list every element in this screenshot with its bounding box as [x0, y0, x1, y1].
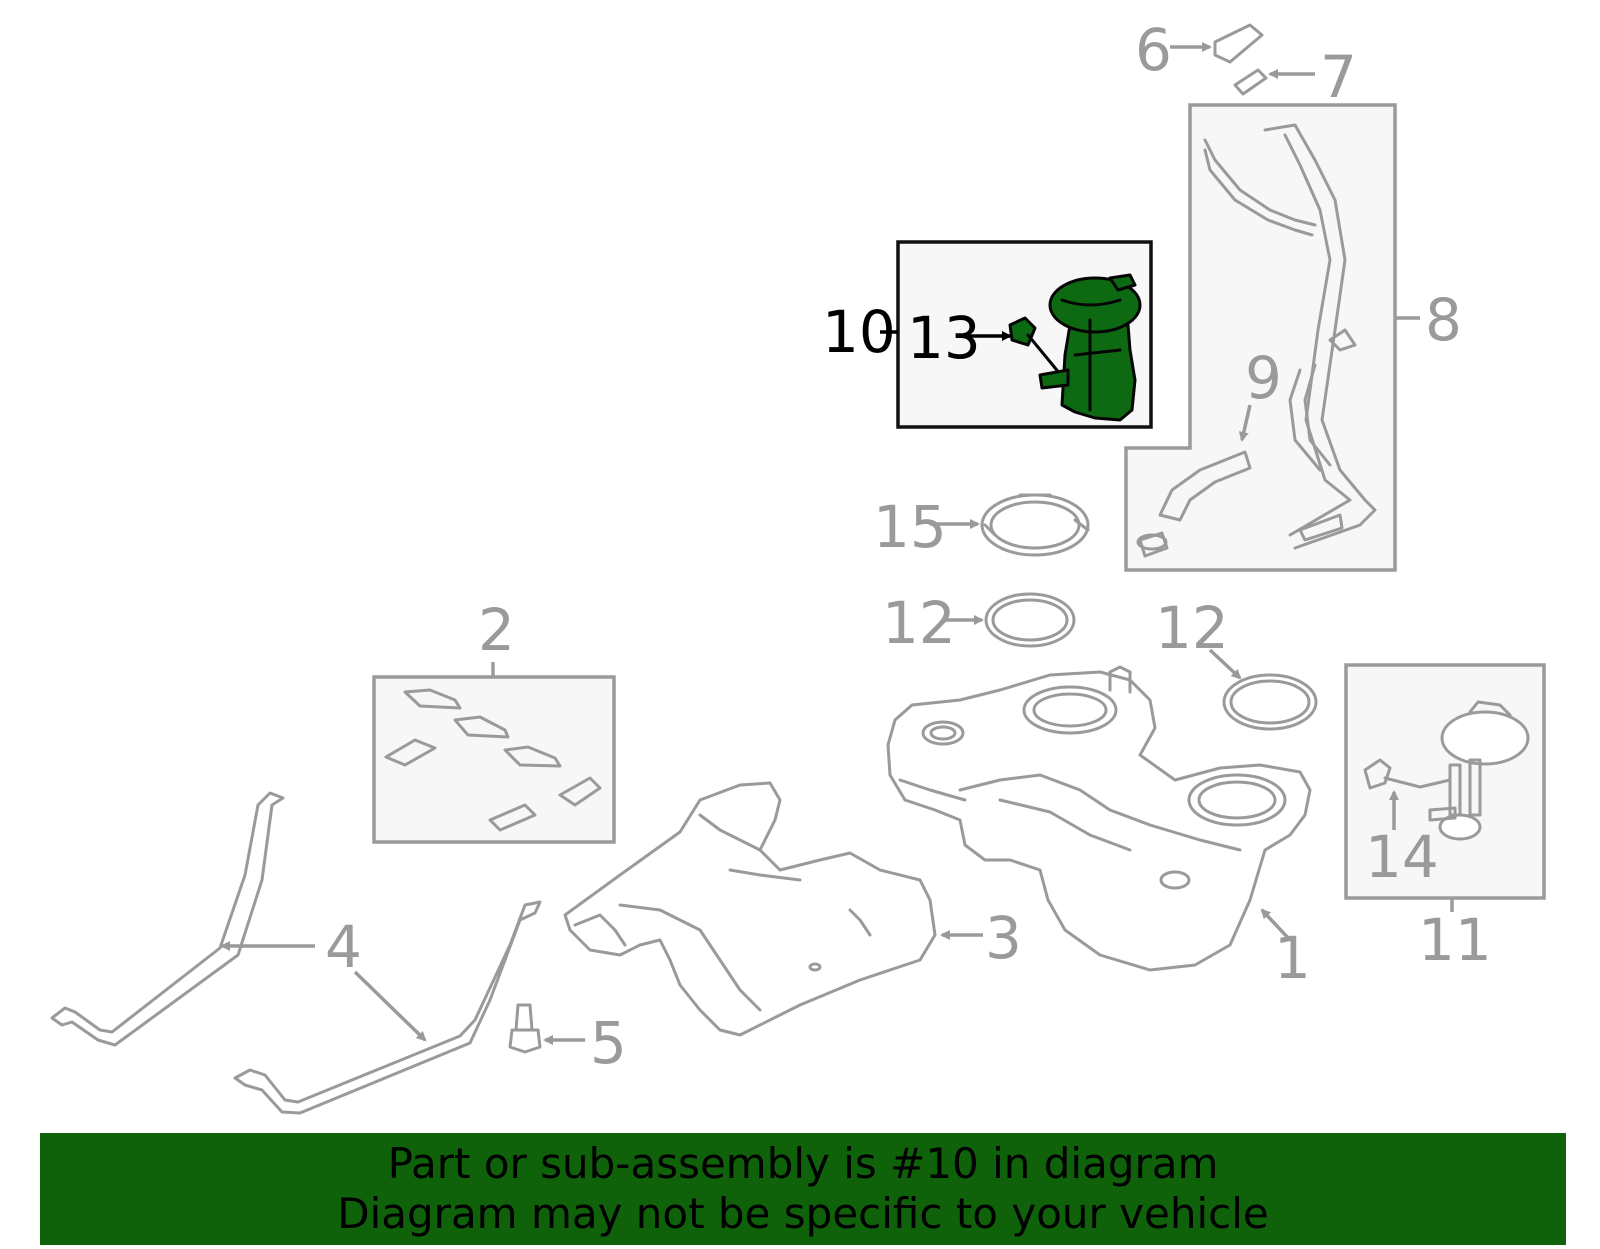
callout-2: 2 — [478, 596, 515, 664]
bolt-part-5 — [508, 1003, 542, 1054]
callout-13: 13 — [907, 304, 981, 372]
leader-12-right — [1208, 648, 1242, 680]
fuel-pump-module-part-10 — [1008, 273, 1142, 422]
filler-hose-9 — [1136, 450, 1252, 558]
callout-14: 14 — [1365, 823, 1439, 891]
callout-11: 11 — [1418, 906, 1492, 974]
leader-1 — [1260, 908, 1292, 942]
callout-4: 4 — [325, 913, 362, 981]
insulators-part-2 — [384, 688, 602, 832]
callout-15: 15 — [873, 493, 947, 561]
seal-part-12-right — [1222, 673, 1318, 731]
callout-5: 5 — [590, 1009, 627, 1077]
callout-8: 8 — [1425, 286, 1462, 354]
callout-10: 10 — [822, 298, 896, 366]
info-banner: Part or sub-assembly is #10 in diagram D… — [40, 1133, 1566, 1245]
callout-9: 9 — [1245, 344, 1282, 412]
filler-pipe — [1203, 123, 1377, 550]
leader-9 — [1238, 404, 1252, 442]
callout-7: 7 — [1320, 43, 1357, 111]
callout-3: 3 — [985, 904, 1022, 972]
fuel-tank-part-1 — [886, 665, 1312, 972]
callout-6: 6 — [1135, 16, 1172, 84]
lock-ring-part-15 — [980, 493, 1090, 557]
leader-4-b — [353, 970, 427, 1042]
seal-part-7 — [1233, 68, 1268, 96]
box-part-8 — [1124, 103, 1397, 572]
callout-12-right: 12 — [1155, 594, 1229, 662]
tank-strap-part-4-right — [233, 900, 542, 1115]
callout-1: 1 — [1274, 924, 1311, 992]
heat-shield-part-3 — [563, 781, 937, 1037]
seal-part-6 — [1213, 23, 1264, 64]
seal-part-12-left — [984, 592, 1076, 648]
banner-line-2: Diagram may not be specific to your vehi… — [337, 1189, 1269, 1238]
banner-line-1: Part or sub-assembly is #10 in diagram — [387, 1139, 1219, 1188]
tank-strap-part-4-left — [50, 791, 285, 1047]
sending-unit-part-11 — [1363, 700, 1530, 841]
callout-12-left: 12 — [882, 589, 956, 657]
